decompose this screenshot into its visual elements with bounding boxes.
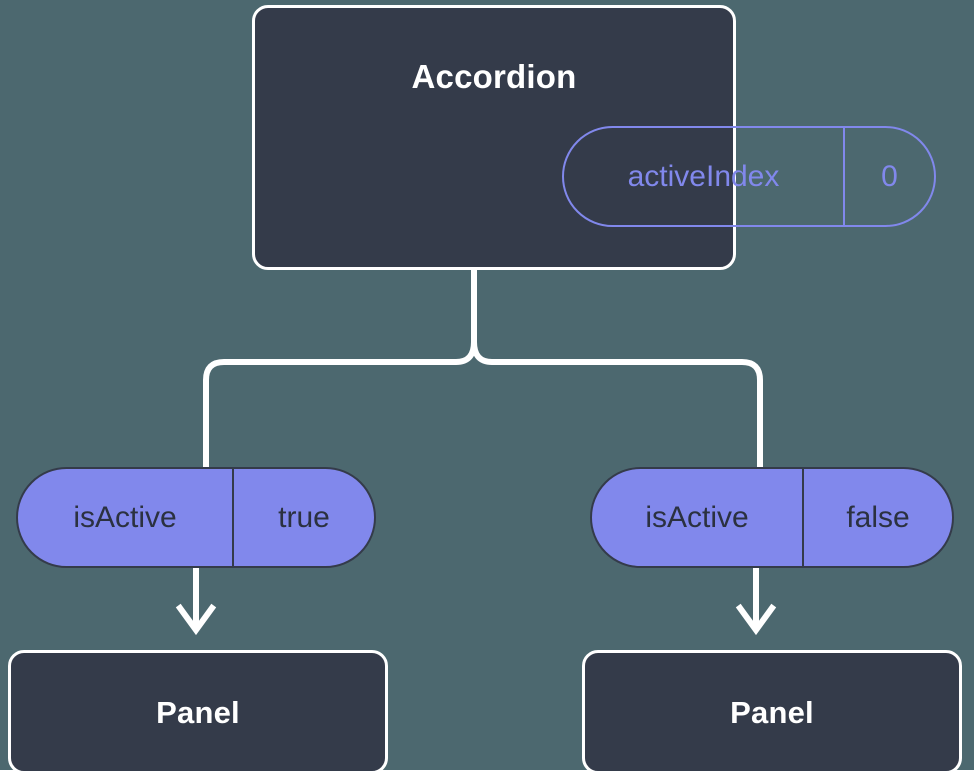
connector-arrowhead-right [735,603,777,636]
node-panel-left-title: Panel [156,694,240,730]
badge-is-active-true-value: true [278,500,330,534]
node-panel-left[interactable]: Panel [8,650,388,774]
badge-active-index-key: activeIndex [564,128,845,225]
node-panel-right[interactable]: Panel [582,650,962,774]
node-panel-right-title: Panel [730,694,814,730]
badge-is-active-false-key: isActive [592,469,804,566]
connector-root-stem [455,268,477,365]
badge-is-active-false[interactable]: isActive false [590,467,954,568]
connector-branch-right [492,359,763,470]
badge-is-active-true[interactable]: isActive true [16,467,376,568]
badge-active-index-value: 0 [881,159,898,193]
connector-root-stem-right [471,341,493,365]
node-accordion-title: Accordion [411,58,577,95]
badge-is-active-false-value: false [846,500,910,534]
connector-branch-left [203,359,456,470]
connector-arrowhead-left [175,603,217,636]
badge-is-active-true-key: isActive [18,469,234,566]
node-accordion[interactable]: Accordion activeIndex 0 [252,5,936,270]
badge-active-index[interactable]: activeIndex 0 [562,126,936,227]
